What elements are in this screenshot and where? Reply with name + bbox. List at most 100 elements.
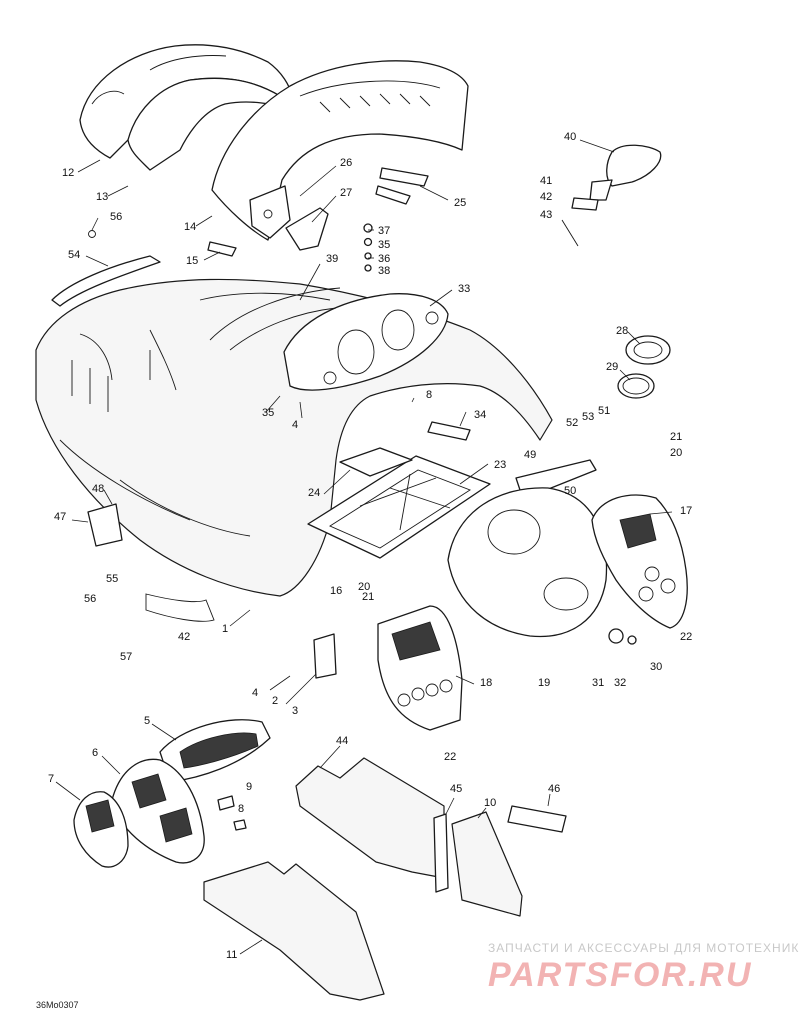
callout-label: 35 [262, 407, 274, 419]
grommet-30 [608, 628, 637, 645]
callout-label: 9 [246, 781, 252, 793]
callout-label: 21 [362, 591, 374, 603]
bracket-47 [87, 503, 123, 547]
callout-label: 48 [92, 483, 104, 495]
clip-9 [217, 795, 247, 831]
mirror-assembly [561, 144, 662, 247]
callout-label: 34 [474, 409, 486, 421]
callout-label: 16 [330, 585, 342, 597]
callout-label: 25 [454, 197, 466, 209]
callout-label: 41 [540, 175, 552, 187]
callout-label: 53 [582, 411, 594, 423]
callout-label: 10 [484, 797, 496, 809]
callout-label: 47 [54, 511, 66, 523]
callout-label: 17 [680, 505, 692, 517]
callout-label: 4 [252, 687, 258, 699]
strip-46 [507, 805, 567, 833]
callout-label: 23 [494, 459, 506, 471]
callout-label: 54 [68, 249, 80, 261]
callout-label: 3 [292, 705, 298, 717]
callout-label: 56 [110, 211, 122, 223]
callout-label: 7 [48, 773, 54, 785]
callout-label: 11 [226, 949, 237, 961]
callout-label: 30 [650, 661, 662, 673]
strip-45 [433, 813, 449, 893]
leader-lines [55, 139, 673, 955]
callout-label: 57 [120, 651, 132, 663]
callout-label: 18 [480, 677, 492, 689]
fastener-stack [363, 223, 373, 272]
callout-label: 29 [606, 361, 618, 373]
callout-label: 35 [378, 239, 390, 251]
callout-label: 33 [458, 283, 470, 295]
drawing-code: 36Mo0307 [36, 1000, 79, 1010]
callout-label: 37 [378, 225, 390, 237]
pad-24 [339, 447, 413, 477]
callout-label: 49 [524, 449, 536, 461]
callout-label: 46 [548, 783, 560, 795]
callout-label: 38 [378, 265, 390, 277]
callout-label: 28 [616, 325, 628, 337]
callout-label: 32 [614, 677, 626, 689]
callout-label: 20 [358, 581, 370, 593]
panel-10 [451, 811, 523, 917]
cable-55 [145, 593, 215, 622]
callout-label: 44 [336, 735, 348, 747]
side-panel-17 [591, 494, 688, 629]
bracket-27 [285, 207, 329, 251]
callout-label: 12 [62, 167, 74, 179]
callout-label: 2 [272, 695, 278, 707]
bracket-2 [313, 633, 337, 679]
callout-label: 36 [378, 253, 390, 265]
tray-23 [307, 455, 491, 559]
foam-11 [203, 861, 385, 1001]
main-body-1 [35, 278, 553, 597]
side-panel-18 [377, 605, 463, 731]
clip-15 [207, 241, 237, 257]
bracket-26 [249, 185, 291, 239]
callout-label: 42 [540, 191, 552, 203]
callout-label: 50 [564, 485, 576, 497]
callout-label: 22 [680, 631, 692, 643]
watermark-logo: PARTSFOR.RU [488, 956, 753, 994]
callout-label: 6 [92, 747, 98, 759]
callout-label: 14 [184, 221, 196, 233]
callout-label: 15 [186, 255, 198, 267]
strip-34 [427, 421, 471, 441]
callout-label: 42 [178, 631, 190, 643]
callout-label: 5 [144, 715, 150, 727]
gauge-panel-33 [283, 293, 449, 391]
foam-44 [295, 757, 445, 879]
callout-label: 39 [326, 253, 338, 265]
callout-labels: 1213141526272540414243565437353638393328… [48, 131, 692, 961]
callout-label: 8 [426, 389, 432, 401]
grille-5 [159, 719, 271, 783]
callout-label: 1 [222, 623, 228, 635]
callout-label: 19 [538, 677, 550, 689]
callout-label: 27 [340, 187, 352, 199]
watermark-tagline: ЗАПЧАСТИ И АКСЕССУАРЫ ДЛЯ МОТОТЕХНИКИ [488, 941, 800, 955]
callout-label: 8 [238, 803, 244, 815]
callout-label: 43 [540, 209, 552, 221]
clip-25 [375, 167, 429, 205]
callout-label: 20 [670, 447, 682, 459]
console-39 [209, 287, 341, 351]
callout-label: 31 [592, 677, 604, 689]
callout-label: 21 [670, 431, 682, 443]
callout-label: 51 [598, 405, 610, 417]
ring-28 [625, 335, 671, 365]
callout-label: 56 [84, 593, 96, 605]
callout-label: 26 [340, 157, 352, 169]
grille-6 [111, 758, 205, 864]
ring-29 [617, 373, 655, 399]
callout-label: 55 [106, 573, 118, 585]
callout-label: 45 [450, 783, 462, 795]
callout-label: 40 [564, 131, 576, 143]
callout-label: 22 [444, 751, 456, 763]
callout-label: 24 [308, 487, 320, 499]
callout-label: 52 [566, 417, 578, 429]
lower-shroud-19 [447, 487, 608, 638]
callout-label: 13 [96, 191, 108, 203]
